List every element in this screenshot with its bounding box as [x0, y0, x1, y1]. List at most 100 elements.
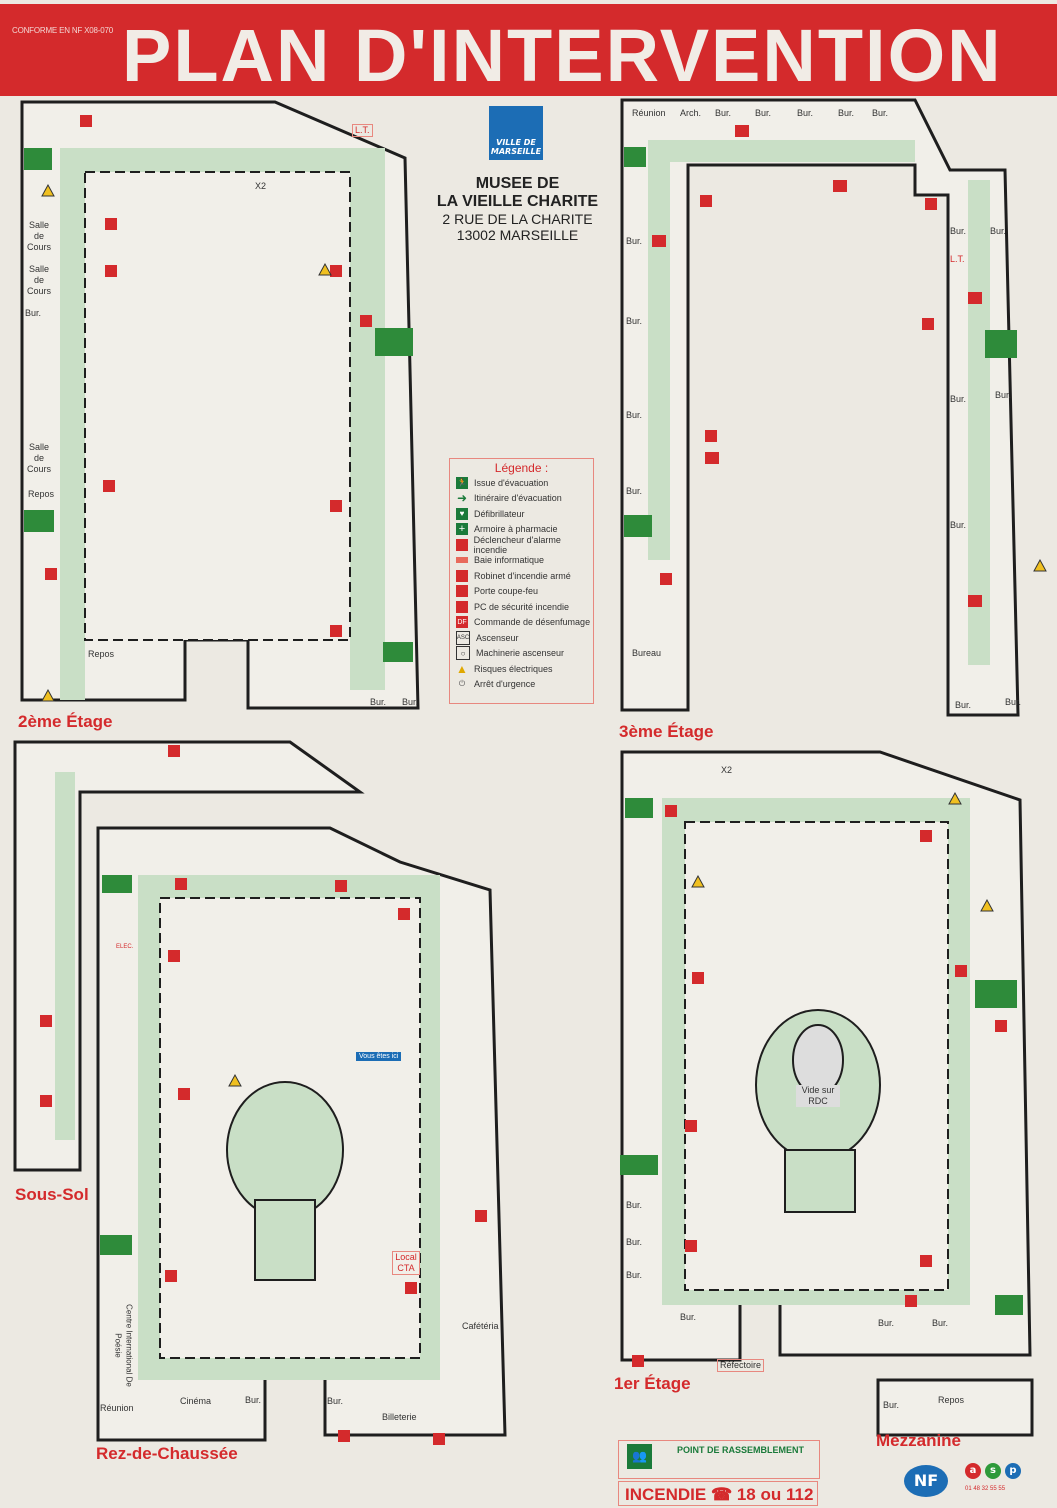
conformity-note: CONFORME EN NF X08-070	[12, 26, 113, 35]
room-label: Bur.	[626, 1237, 643, 1247]
nf-certification-logo: NF	[904, 1465, 948, 1497]
floor-label-1er: 1er Étage	[614, 1374, 691, 1393]
museum-address-1: 2 RUE DE LA CHARITE	[442, 211, 593, 227]
room-label: Bur.	[245, 1395, 262, 1405]
legend-item: ▲Risques électriques	[456, 661, 553, 676]
legend-item: ♥Défibrillateur	[450, 506, 593, 522]
legend-item: ⏻Arrêt d'urgence	[450, 677, 593, 693]
room-label: Bur.	[755, 108, 772, 118]
legend-item: 🏃Issue d'évacuation	[456, 476, 549, 489]
room-label: Bur.	[883, 1400, 900, 1410]
room-label: Bur.	[626, 1200, 643, 1210]
museum-info: MUSEE DE LA VIEILLE CHARITE 2 RUE DE LA …	[420, 175, 615, 243]
floor-label-mezzanine: Mezzanine	[876, 1431, 962, 1450]
asp-logo-s: s	[985, 1463, 1001, 1479]
room-label: Bur.	[1005, 697, 1022, 707]
ville-de-marseille-logo: VILLE DE MARSEILLE	[489, 106, 543, 160]
room-label: Réfectoire	[717, 1359, 765, 1372]
legend: Légende : 🏃Issue d'évacuation ➜Itinérair…	[449, 458, 594, 704]
legend-item: PC de sécurité incendie	[450, 599, 593, 615]
floor-label-3eme: 3ème Étage	[619, 722, 714, 741]
arrow-right-icon: ➜	[456, 491, 468, 506]
fire-security-pc-icon	[456, 600, 468, 613]
legend-title: Légende :	[494, 461, 549, 475]
room-label: Bur.	[715, 108, 732, 118]
smoke-control-icon: DF	[456, 616, 468, 629]
asp-logo-p: p	[1005, 1463, 1021, 1479]
room-label: Local CTA	[392, 1251, 420, 1275]
room-label: Bur.	[950, 226, 967, 236]
emergency-number: INCENDIE ☎ 18 ou 112	[618, 1481, 818, 1506]
room-label: Bur.	[955, 700, 972, 710]
room-label: Arch.	[680, 108, 702, 118]
you-are-here-marker: Vous êtes ici	[356, 1052, 402, 1061]
room-label: Bur.	[932, 1318, 949, 1328]
floor-label-soussol: Sous-Sol	[15, 1185, 89, 1204]
emergency-stop-icon: ⏻	[458, 679, 466, 689]
electric-hazard-icon: ▲	[456, 661, 468, 676]
museum-name-1: MUSEE DE	[475, 175, 560, 192]
legend-item: ➜Itinéraire d'évacuation	[456, 491, 562, 506]
fire-door-icon	[456, 585, 468, 598]
legend-item: Robinet d'incendie armé	[450, 568, 593, 584]
room-label: Centre International De Poésie	[101, 1300, 135, 1391]
museum-name-2: LA VIEILLE CHARITE	[436, 193, 599, 210]
assembly-point-icon: 👥	[627, 1444, 652, 1469]
plan-soussol-outline	[13, 740, 365, 1172]
room-label: Cinéma	[180, 1396, 212, 1406]
room-label: Bur.	[950, 394, 967, 404]
room-label: Bur.	[626, 486, 643, 496]
assembly-point-box: 👥 POINT DE RASSEMBLEMENT	[618, 1440, 820, 1479]
room-label: Bur.	[838, 108, 855, 118]
room-label: Bur.	[626, 236, 643, 246]
fire-hose-icon	[456, 569, 468, 582]
room-label: Bur.	[797, 108, 814, 118]
room-label: Bur.	[872, 108, 889, 118]
room-label: Bur.	[680, 1312, 697, 1322]
legend-item: Déclencheur d'alarme incendie	[450, 535, 593, 555]
room-label: Cafétéria	[462, 1321, 499, 1331]
safety-markers	[40, 115, 1007, 1445]
room-label: Repos	[28, 489, 55, 499]
first-aid-icon: +	[456, 523, 468, 536]
room-label: Bur.	[25, 308, 42, 318]
room-label: Bureau	[632, 648, 662, 658]
asp-phone: 01 48 32 55 55	[965, 1486, 1006, 1492]
room-label: Réunion	[100, 1403, 134, 1413]
room-label: X2	[255, 181, 267, 191]
legend-item: ○Machinerie ascenseur	[450, 646, 593, 662]
legend-item: +Armoire à pharmacie	[450, 522, 593, 538]
stairs	[24, 147, 1023, 1315]
room-label: Bur.	[995, 390, 1012, 400]
room-label: Bur.	[370, 697, 387, 707]
fire-alarm-icon	[456, 538, 468, 551]
asp-logo-a: a	[965, 1463, 981, 1479]
room-label: X2	[721, 765, 733, 775]
room-label: Bur.	[626, 316, 643, 326]
room-label: Bur.	[626, 410, 643, 420]
legend-item: Baie informatique	[450, 553, 593, 569]
page-title: PLAN D'INTERVENTION	[122, 14, 1003, 97]
title-banner: CONFORME EN NF X08-070 PLAN D'INTERVENTI…	[0, 4, 1057, 97]
floor-label-2eme: 2ème Étage	[18, 712, 113, 731]
defibrillator-icon: ♥	[456, 507, 468, 520]
assembly-point-label: POINT DE RASSEMBLEMENT	[677, 1445, 805, 1455]
plan-3eme-outline	[620, 98, 1020, 717]
elevator-machinery-icon: ○	[456, 646, 470, 661]
room-label: Bur.	[327, 1396, 344, 1406]
electric-hazard-icons	[41, 183, 1047, 1087]
room-label: Salle de Cours	[26, 442, 51, 474]
room-label: Salle de Cours	[26, 264, 51, 296]
floor-label-rdc: Rez-de-Chaussée	[96, 1444, 238, 1463]
server-rack-icon	[456, 557, 468, 564]
room-label: Repos	[938, 1395, 965, 1405]
room-label: Billeterie	[382, 1412, 417, 1422]
room-label: Vide sur RDC	[796, 1085, 840, 1107]
room-label: Bur.	[402, 697, 419, 707]
room-label: Bur.	[626, 1270, 643, 1280]
plan-mezzanine-outline	[876, 1378, 1034, 1437]
room-label: Repos	[88, 649, 115, 659]
